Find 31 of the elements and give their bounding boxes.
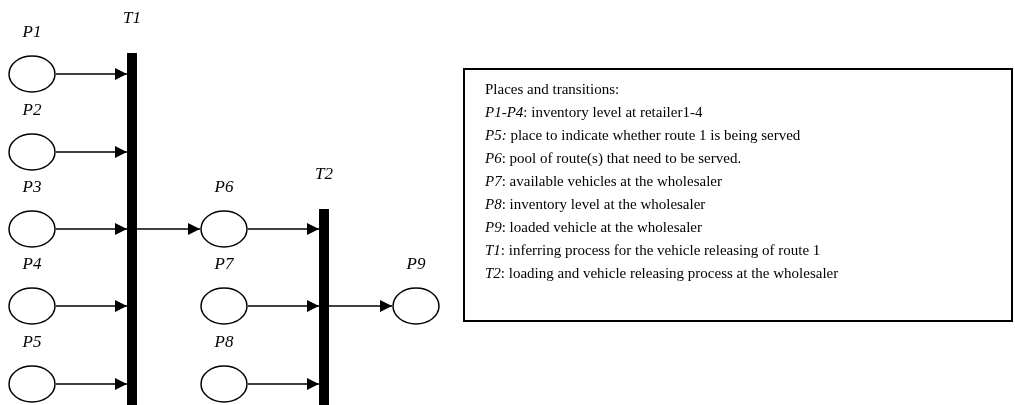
place-label: P7 [214,255,234,272]
legend-text: Places and transitions: [485,80,621,99]
place-label: P5 [22,333,42,350]
place-label: P2 [22,101,42,118]
legend-text: P5: place to indicate whether route 1 is being served [485,126,802,145]
place-label: P4 [22,255,42,272]
arrow [136,223,201,235]
arrow [247,378,320,390]
legend-text: T1: inferring process for the vehicle releasing of route 1 [485,241,822,260]
legend-text: P8: inventory level at the wholesaler [485,195,707,214]
arrow [55,378,128,390]
legend-text: P1-P4: inventory level at retailer1-4 [485,103,704,122]
place-label: P9 [406,255,426,272]
place-label: P3 [22,178,42,195]
legend-text: P7: available vehicles at the wholesaler [485,172,723,191]
place-label: P6 [214,178,234,195]
arrow [247,223,320,235]
arrow [55,146,128,158]
legend-text: P6: pool of route(s) that need to be served. [485,149,743,168]
arrow [55,300,128,312]
place-label: P8 [214,333,234,350]
transition-label: T2 [315,165,333,182]
legend-text: T2: loading and vehicle releasing process at the wholesaler [485,264,840,283]
legend-box [463,68,1013,322]
arrow [328,300,393,312]
arrow [55,223,128,235]
place-label: P1 [22,23,42,40]
arrow [55,68,128,80]
arrow [247,300,320,312]
legend-text: P9: loaded vehicle at the wholesaler [485,218,703,237]
transition-label: T1 [123,9,141,26]
